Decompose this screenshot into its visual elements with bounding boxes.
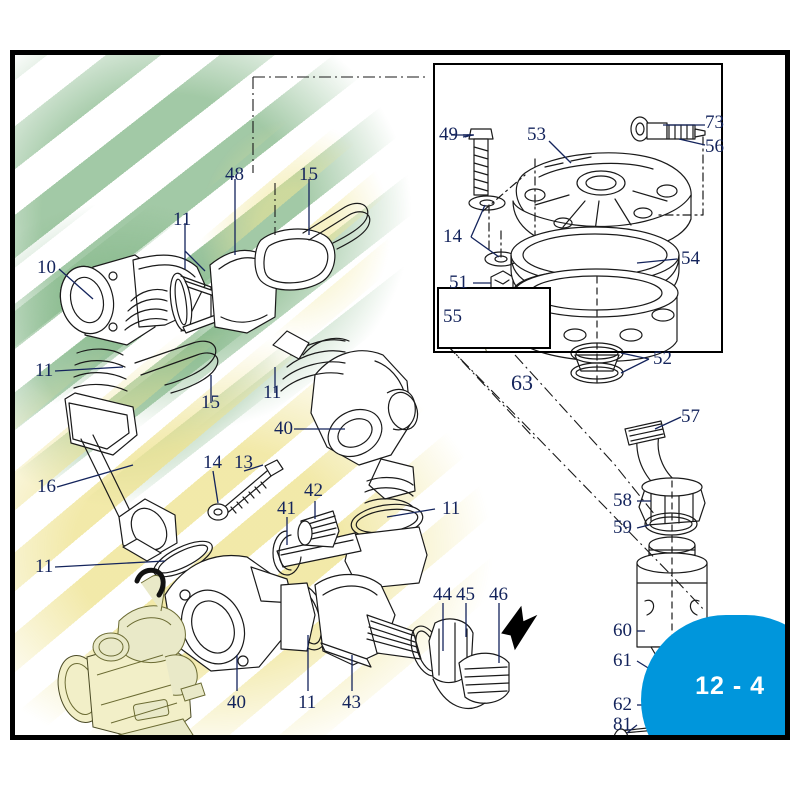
callout-53: 53: [527, 124, 546, 145]
callout-16: 16: [37, 476, 56, 497]
callout-56: 56: [705, 136, 724, 157]
valve-plate-inset-box: [437, 287, 551, 349]
diagram-plate: .s{fill:none;stroke:#1a1a1a;stroke-width…: [15, 55, 785, 735]
callout-11: 11: [298, 692, 317, 713]
callout-57: 57: [681, 406, 700, 427]
callout-48: 48: [225, 164, 244, 185]
callout-11: 11: [35, 360, 54, 381]
callout-13: 13: [234, 452, 253, 473]
callout-14: 14: [443, 226, 462, 247]
diaphragm-head-detail-art: [452, 116, 706, 386]
callout-15: 15: [201, 392, 220, 413]
callout-52: 52: [653, 348, 672, 369]
callout-42: 42: [304, 480, 323, 501]
callout-60: 60: [613, 620, 632, 641]
center-manifold: [164, 330, 538, 709]
diagram-frame: .s{fill:none;stroke:#1a1a1a;stroke-width…: [10, 50, 790, 740]
diaphragm-head-detail-box: [433, 63, 723, 353]
callout-59: 59: [613, 517, 632, 538]
construction-lines: [252, 76, 706, 612]
callout-14: 14: [203, 452, 222, 473]
callout-51: 51: [449, 272, 468, 293]
callout-11: 11: [442, 498, 461, 519]
callout-11: 11: [173, 209, 192, 230]
callout-40: 40: [274, 418, 293, 439]
callout-44: 44: [433, 584, 452, 605]
callout-81: 81: [613, 714, 632, 735]
callout-45: 45: [456, 584, 475, 605]
exploded-view-artwork: .s{fill:none;stroke:#1a1a1a;stroke-width…: [54, 76, 708, 735]
callout-41: 41: [277, 498, 296, 519]
callout-49: 49: [439, 124, 458, 145]
callout-43: 43: [342, 692, 361, 713]
callout-73: 73: [705, 112, 724, 133]
callout-62: 62: [613, 694, 632, 715]
pump-assembly-ghost: [57, 567, 206, 735]
callout-40: 40: [227, 692, 246, 713]
callout-58: 58: [613, 490, 632, 511]
callout-55: 55: [443, 306, 462, 327]
upper-left-manifold: [59, 202, 371, 578]
callout-46: 46: [489, 584, 508, 605]
page-badge-label: 12 - 4: [695, 672, 765, 700]
callout-61: 61: [613, 650, 632, 671]
callout-10: 10: [37, 257, 56, 278]
callout-15: 15: [299, 164, 318, 185]
callout-63: 63: [511, 370, 533, 395]
callout-54: 54: [681, 248, 700, 269]
callout-11: 11: [263, 382, 282, 403]
callout-11: 11: [35, 556, 54, 577]
